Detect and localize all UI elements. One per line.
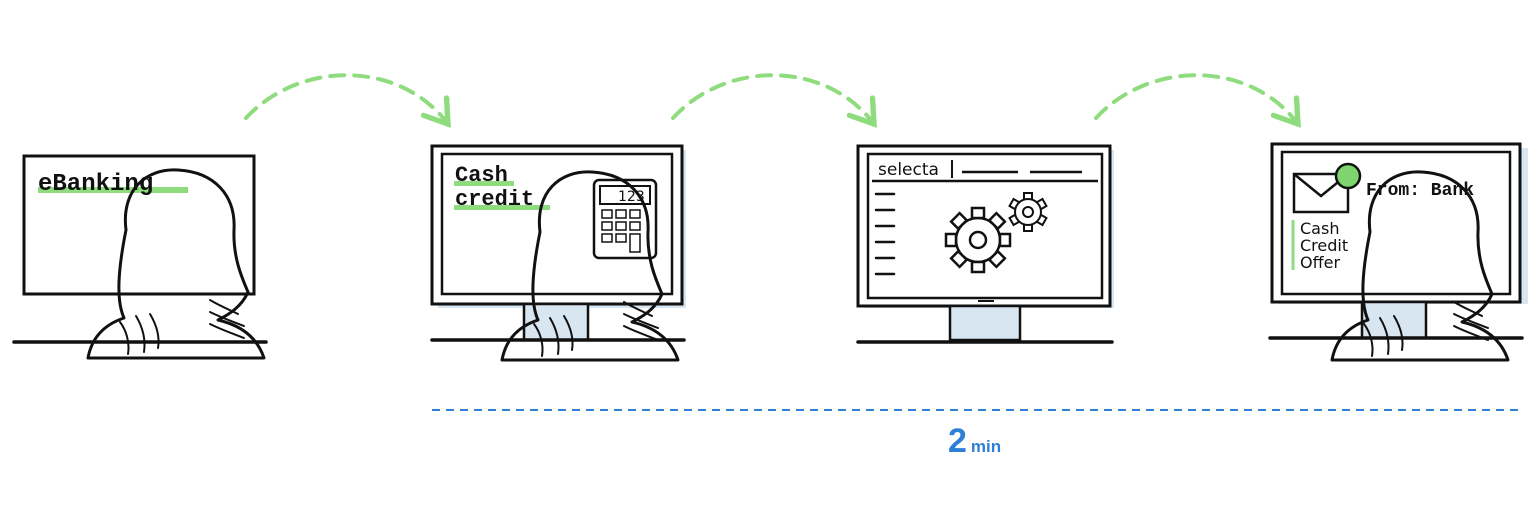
screen-line-1: Cash [455, 163, 508, 188]
flow-arrow-1 [244, 73, 451, 128]
screen-title: eBanking [38, 171, 153, 198]
step-2-cash-credit: Cash credit 123 [430, 144, 686, 362]
email-line-3: Offer [1300, 253, 1340, 272]
highlight-underline [454, 181, 514, 186]
step-3-selecta: selecta [856, 144, 1114, 344]
email-line-2: Credit [1300, 236, 1348, 255]
monitor-stand [1360, 300, 1428, 340]
duration-unit: min [971, 437, 1001, 456]
screen-line-2: credit [455, 187, 534, 212]
highlight-underline [38, 187, 188, 193]
flow-arrow-3 [1094, 73, 1301, 128]
notification-dot [1334, 162, 1362, 190]
app-name: selecta [878, 160, 939, 180]
duration-value: 2 [948, 422, 967, 460]
step-1-ebanking: eBanking [12, 154, 268, 360]
email-line-1: Cash [1300, 219, 1339, 238]
monitor-screen [22, 154, 256, 296]
sidebar-lines [874, 192, 896, 276]
flow-arrow-2 [671, 73, 877, 128]
gears-icon [944, 192, 1048, 274]
highlight-underline [454, 205, 550, 210]
step-4-email-offer: From: Bank Cash Credit Offer [1268, 142, 1528, 362]
email-from: From: Bank [1366, 181, 1474, 201]
monitor-stand [948, 304, 1022, 342]
